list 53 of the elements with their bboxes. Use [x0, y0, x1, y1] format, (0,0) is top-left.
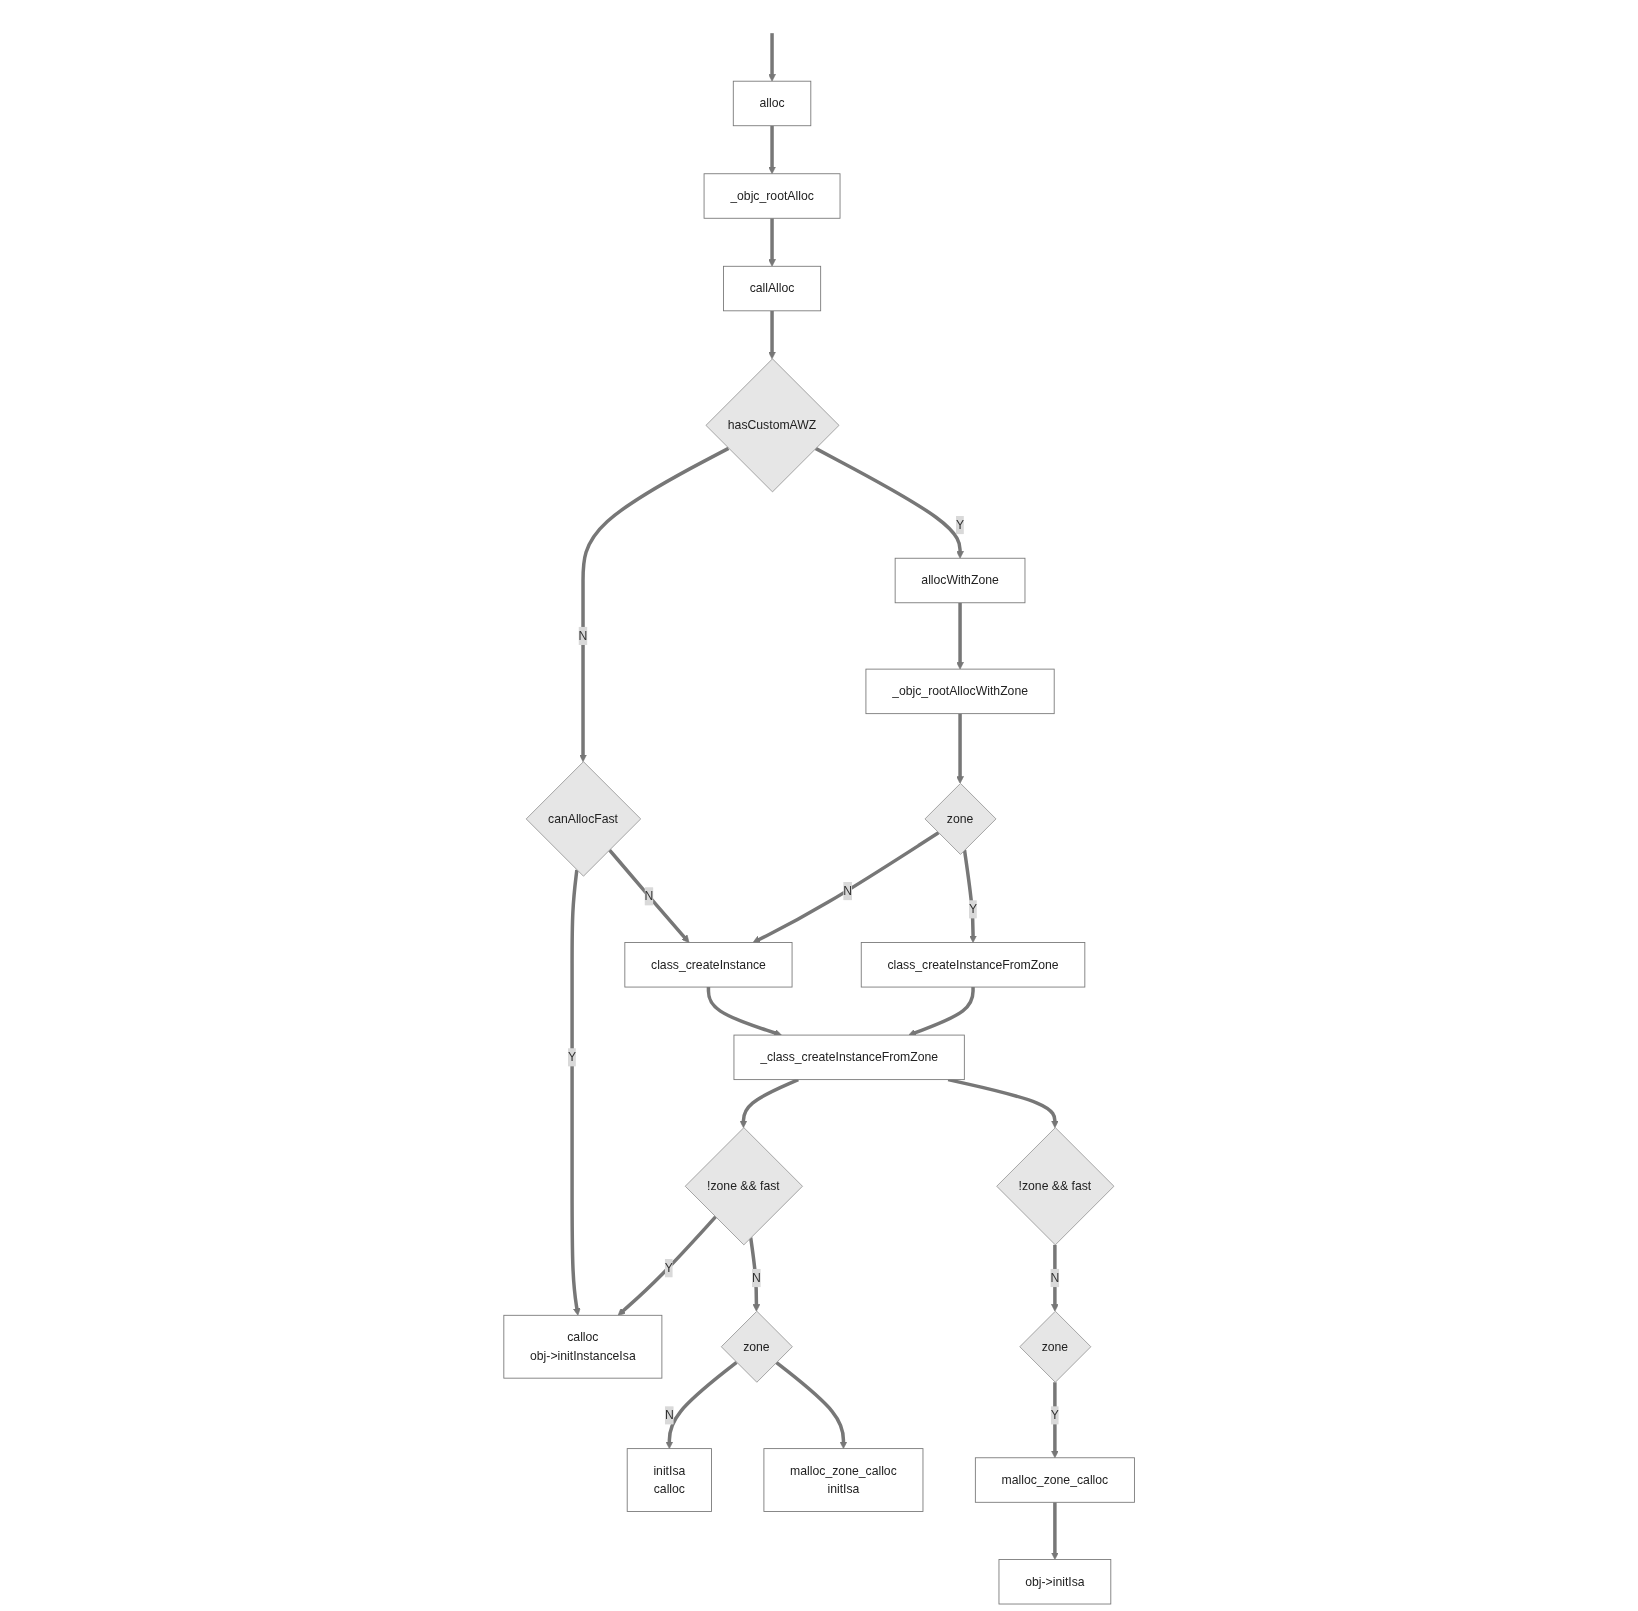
node-box: initIsa calloc — [626, 1448, 712, 1512]
node-box: alloc — [732, 80, 812, 127]
arrow — [775, 1361, 848, 1449]
arrow — [748, 1237, 761, 1312]
node-box: _objc_rootAlloc — [703, 173, 841, 219]
node-diamond: !zone && fast — [684, 1127, 803, 1246]
edge-label: Y — [968, 901, 977, 916]
node-diamond: hasCustomAWZ — [705, 358, 840, 493]
arrow — [752, 831, 940, 943]
node-box: class_createInstance — [624, 942, 793, 988]
arrow — [956, 602, 964, 670]
arrow — [1050, 1382, 1059, 1459]
arrow — [706, 987, 782, 1037]
arrow — [956, 713, 964, 784]
node-diamond: zone — [1019, 1310, 1092, 1383]
arrow — [739, 1078, 799, 1128]
arrow — [607, 848, 690, 943]
edge-label: N — [843, 883, 852, 898]
node-diamond: zone — [924, 782, 997, 855]
arrow — [617, 1215, 717, 1316]
arrow — [768, 218, 776, 267]
node-box: malloc_zone_calloc — [974, 1457, 1135, 1503]
edge-label: Y — [955, 517, 965, 532]
edge-label: Y — [1050, 1408, 1059, 1422]
arrow — [1050, 1502, 1059, 1560]
arrow — [908, 987, 975, 1037]
node-box: calloc obj->initInstanceIsa — [503, 1314, 663, 1379]
edge-label: Y — [567, 1049, 577, 1064]
arrow — [768, 33, 776, 82]
node-box: _objc_rootAllocWithZone — [865, 668, 1055, 715]
edge-label: N — [1050, 1270, 1060, 1285]
node-diamond: !zone && fast — [996, 1127, 1115, 1246]
edge-label: N — [751, 1270, 761, 1285]
edge-label: Y — [664, 1260, 673, 1275]
arrow — [814, 446, 964, 559]
node-box: callAlloc — [722, 265, 821, 312]
node-diamond: zone — [720, 1310, 793, 1383]
arrow — [962, 849, 977, 943]
arrow — [665, 1361, 738, 1449]
node-box: allocWithZone — [894, 557, 1026, 604]
arrow — [768, 125, 776, 175]
edge-label: N — [664, 1408, 674, 1422]
node-box: malloc_zone_calloc initIsa — [763, 1448, 924, 1512]
node-diamond: canAllocFast — [525, 761, 642, 877]
edge-label: N — [644, 888, 654, 903]
node-box: obj->initIsa — [998, 1559, 1112, 1605]
arrow — [1050, 1244, 1059, 1312]
edge-label: N — [578, 628, 588, 643]
node-box: _class_createInstanceFromZone — [733, 1034, 965, 1081]
arrow — [768, 310, 776, 360]
arrow — [570, 869, 581, 1316]
arrow — [579, 446, 730, 762]
node-box: class_createInstanceFromZone — [860, 942, 1086, 988]
